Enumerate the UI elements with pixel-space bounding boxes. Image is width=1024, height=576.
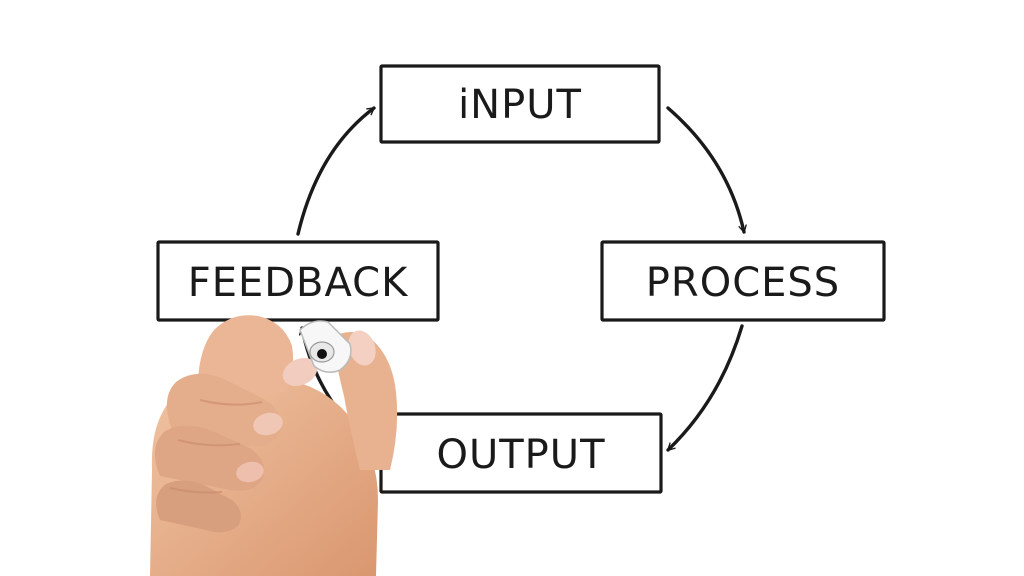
node-process: PROCESS bbox=[600, 240, 886, 322]
node-process-box bbox=[600, 240, 886, 322]
node-input-label: iNPUT bbox=[458, 82, 582, 128]
arrow-input-to-process bbox=[666, 106, 747, 234]
hand-shading bbox=[169, 399, 263, 494]
hand-index-finger bbox=[197, 315, 294, 398]
hand-holding-marker-icon bbox=[150, 315, 398, 576]
hand-nail-ring bbox=[236, 461, 264, 483]
marker-icon bbox=[299, 320, 352, 373]
arrow-process-to-output bbox=[666, 324, 744, 452]
node-process-label: PROCESS bbox=[646, 260, 840, 306]
hand-thumb bbox=[332, 332, 398, 470]
node-output: OUTPUT bbox=[379, 412, 663, 494]
hand-pinky-finger bbox=[156, 480, 241, 533]
node-feedback-box bbox=[156, 240, 440, 322]
node-feedback-label: FEEDBACK bbox=[188, 260, 409, 306]
node-feedback: FEEDBACK bbox=[156, 240, 440, 322]
marker-tip bbox=[317, 349, 327, 359]
arrow-feedback-to-input bbox=[296, 106, 376, 236]
node-input: iNPUT bbox=[379, 64, 661, 144]
node-input-box bbox=[379, 64, 661, 144]
hand-nail-index bbox=[282, 357, 318, 387]
hand-nail-middle bbox=[253, 412, 283, 436]
hand-nail-thumb bbox=[348, 330, 376, 366]
node-output-label: OUTPUT bbox=[436, 432, 605, 478]
